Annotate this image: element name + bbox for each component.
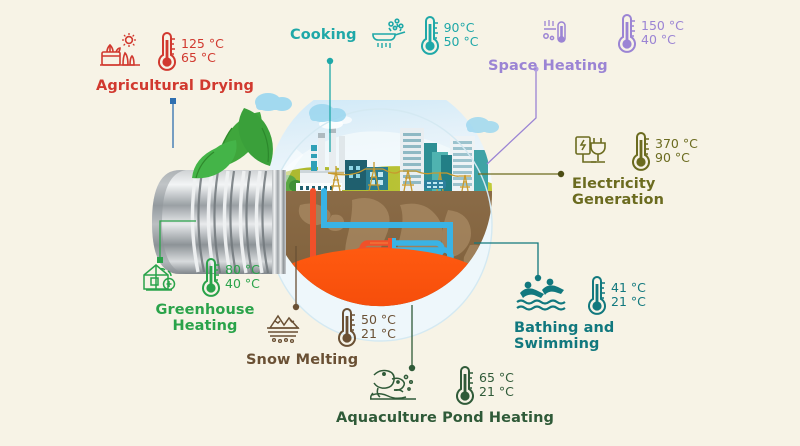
label-bathing-and-swimming: Bathing and Swimming	[514, 320, 615, 353]
thermometer-icon	[154, 28, 180, 74]
temperature-range-agricultural-drying: 125 °C 65 °C	[181, 36, 224, 65]
thermometer-icon	[417, 12, 443, 58]
swimmers-icon	[514, 276, 570, 314]
connector-bathing-and-swimming	[474, 242, 542, 282]
node-cooking[interactable]: Cooking 90°C 50 °C	[290, 12, 480, 58]
node-aquaculture-pond-heating[interactable]: 65 °C 21 °C Aquaculture Pond Heating	[336, 362, 596, 426]
temperature-range-cooking: 90°C 50 °C	[443, 20, 479, 49]
connector-aquaculture-pond-heating	[408, 305, 416, 372]
radiator-icon	[538, 16, 574, 50]
connector-electricity-generation	[478, 170, 565, 178]
fish-pond-icon	[364, 365, 422, 405]
thermometer-icon	[198, 254, 224, 300]
temperature-range-space-heating: 150 °C 40 °C	[641, 18, 684, 47]
label-snow-melting: Snow Melting	[246, 352, 359, 368]
temperature-range-greenhouse-heating: 80 °C 40 °C	[225, 262, 260, 291]
label-space-heating: Space Heating	[488, 58, 608, 74]
snow-mountain-icon	[262, 308, 308, 346]
temperature-range-bathing-and-swimming: 41 °C 21 °C	[611, 280, 646, 309]
thermometer-icon	[452, 362, 478, 408]
node-agricultural-drying[interactable]: 125 °C 65 °C Agricultural Drying	[96, 28, 306, 94]
connector-agricultural-drying	[170, 98, 176, 148]
node-electricity-generation[interactable]: 370 °C 90 °C Electricity Generation	[572, 128, 782, 208]
temperature-range-snow-melting: 50 °C 21 °C	[361, 312, 396, 341]
thermometer-icon	[614, 10, 640, 56]
label-agricultural-drying: Agricultural Drying	[96, 78, 255, 94]
bulb-screw-base	[152, 170, 286, 274]
plug-power-icon	[572, 131, 620, 171]
label-aquaculture-pond-heating: Aquaculture Pond Heating	[336, 410, 554, 426]
clouds	[255, 93, 499, 133]
power-plant	[296, 116, 388, 192]
thermometer-icon	[334, 304, 360, 350]
connector-cooking	[326, 57, 334, 152]
thermometer-icon	[584, 272, 610, 318]
temperature-range-aquaculture-pond-heating: 65 °C 21 °C	[479, 370, 514, 399]
bulb-globe-group	[267, 100, 493, 342]
connector-lines	[157, 57, 565, 372]
connector-space-heating	[486, 66, 539, 165]
label-electricity-generation: Electricity Generation	[572, 176, 665, 209]
thermometer-icon	[628, 128, 654, 174]
cooking-pan-icon	[367, 16, 411, 54]
connector-snow-melting	[292, 246, 300, 311]
node-greenhouse-heating[interactable]: 80 °C 40 °C Greenhouse Heating	[130, 254, 310, 334]
label-greenhouse-heating: Greenhouse Heating	[155, 302, 255, 335]
magma-core-ellipse	[267, 248, 493, 307]
connector-greenhouse-heating	[157, 220, 196, 263]
crops-sun-icon	[96, 31, 142, 71]
green-leaves	[192, 108, 273, 179]
greenhouse-icon	[138, 257, 182, 297]
node-space-heating[interactable]: 150 °C 40 °C Space Heating	[488, 10, 698, 74]
label-cooking: Cooking	[290, 26, 357, 43]
node-snow-melting[interactable]: 50 °C 21 °C Snow Melting	[246, 304, 436, 368]
temperature-range-electricity-generation: 370 °C 90 °C	[655, 136, 698, 165]
node-bathing-and-swimming[interactable]: 41 °C 21 °C Bathing and Swimming	[514, 272, 704, 352]
